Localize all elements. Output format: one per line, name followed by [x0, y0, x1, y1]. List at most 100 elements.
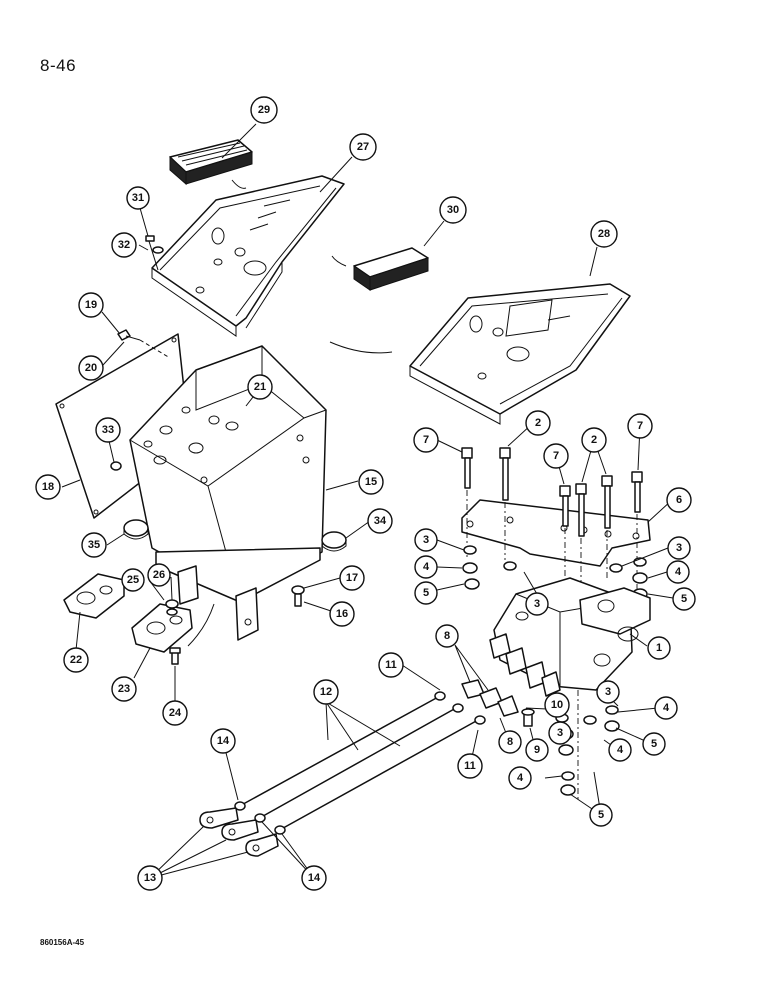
- svg-text:26: 26: [153, 569, 165, 581]
- mounting-plate-6: [461, 499, 651, 567]
- svg-text:7: 7: [423, 434, 429, 446]
- callout-31: 31: [126, 186, 150, 210]
- svg-text:4: 4: [517, 772, 524, 784]
- pedal-28: [409, 283, 631, 425]
- svg-text:16: 16: [336, 608, 348, 620]
- callout-14a: 14: [210, 728, 236, 754]
- callout-4e: 4: [508, 766, 532, 790]
- svg-text:3: 3: [423, 534, 429, 546]
- figure-code: 860156A-45: [40, 938, 85, 947]
- callout-14b: 14: [301, 865, 327, 891]
- callout-28: 28: [590, 220, 618, 248]
- callout-4b: 4: [666, 560, 690, 584]
- pedal-pad-29: [169, 139, 253, 186]
- svg-text:29: 29: [258, 104, 270, 116]
- callout-16: 16: [329, 601, 355, 627]
- svg-text:15: 15: [365, 476, 377, 488]
- callout-24: 24: [162, 700, 188, 726]
- svg-text:13: 13: [144, 872, 156, 884]
- washers-nuts: [462, 545, 648, 600]
- svg-text:19: 19: [85, 299, 97, 311]
- callout-11b: 11: [457, 753, 483, 779]
- callout-2b: 2: [581, 427, 607, 453]
- callout-8a: 8: [435, 624, 459, 648]
- callout-26: 26: [147, 563, 171, 587]
- pedal-pad-30: [353, 247, 429, 291]
- callout-3b: 3: [667, 536, 691, 560]
- screw-26: [165, 599, 179, 616]
- svg-text:3: 3: [534, 598, 540, 610]
- svg-text:5: 5: [423, 587, 429, 599]
- svg-text:25: 25: [127, 574, 139, 586]
- svg-text:3: 3: [676, 542, 682, 554]
- callout-5b: 5: [672, 587, 696, 611]
- svg-text:7: 7: [553, 450, 559, 462]
- callout-13: 13: [137, 865, 163, 891]
- svg-text:3: 3: [605, 686, 611, 698]
- callout-11a: 11: [378, 652, 404, 678]
- svg-text:31: 31: [132, 192, 144, 204]
- callout-4c: 4: [654, 696, 678, 720]
- svg-text:34: 34: [374, 515, 387, 527]
- callout-27: 27: [349, 133, 377, 161]
- svg-text:9: 9: [534, 744, 540, 756]
- callout-25: 25: [121, 568, 145, 592]
- screw-31: [145, 235, 164, 271]
- svg-text:10: 10: [551, 699, 563, 711]
- svg-text:14: 14: [217, 735, 230, 747]
- callout-3e: 3: [548, 721, 572, 745]
- pin-9: [521, 708, 535, 727]
- rod-ends-13: [199, 807, 279, 857]
- callout-12: 12: [313, 679, 339, 705]
- svg-text:5: 5: [651, 738, 657, 750]
- svg-text:18: 18: [42, 481, 54, 493]
- svg-text:8: 8: [444, 630, 450, 642]
- svg-text:7: 7: [637, 420, 643, 432]
- control-valve-1: [489, 577, 651, 697]
- plug-33: [110, 461, 122, 471]
- pedal-27: [151, 175, 345, 337]
- svg-text:28: 28: [598, 228, 610, 240]
- callout-35: 35: [81, 532, 107, 558]
- svg-text:22: 22: [70, 654, 82, 666]
- svg-text:21: 21: [254, 381, 266, 393]
- clevis-8: [461, 679, 519, 717]
- svg-text:1: 1: [656, 642, 662, 654]
- svg-text:12: 12: [320, 686, 332, 698]
- svg-text:23: 23: [118, 683, 130, 695]
- svg-text:14: 14: [308, 872, 321, 884]
- callout-10: 10: [544, 692, 570, 718]
- svg-text:4: 4: [663, 702, 670, 714]
- callout-3a: 3: [414, 528, 438, 552]
- callout-7c: 7: [627, 413, 653, 439]
- callout-2a: 2: [525, 410, 551, 436]
- callout-22: 22: [63, 647, 89, 673]
- bolts-2-7: [461, 447, 643, 537]
- callout-21: 21: [247, 374, 273, 400]
- bracket-23: [131, 603, 193, 653]
- svg-text:11: 11: [464, 760, 476, 772]
- svg-text:33: 33: [102, 424, 114, 436]
- plug-35: [123, 519, 149, 540]
- svg-text:3: 3: [557, 727, 563, 739]
- svg-text:5: 5: [681, 593, 687, 605]
- callout-34: 34: [367, 508, 393, 534]
- callout-7b: 7: [543, 443, 569, 469]
- callout-23: 23: [111, 676, 137, 702]
- callout-15: 15: [358, 469, 384, 495]
- svg-text:4: 4: [617, 744, 624, 756]
- callout-8b: 8: [498, 730, 522, 754]
- callout-6: 6: [666, 487, 692, 513]
- svg-text:4: 4: [675, 566, 682, 578]
- callout-17: 17: [339, 565, 365, 591]
- callout-9: 9: [525, 738, 549, 762]
- callout-5a: 5: [414, 581, 438, 605]
- page-number: 8-46: [40, 56, 77, 75]
- plug-34: [321, 531, 347, 552]
- callout-3d: 3: [596, 680, 620, 704]
- callout-1: 1: [647, 636, 671, 660]
- control-rods-12: [235, 691, 486, 833]
- callout-29: 29: [250, 96, 278, 124]
- svg-text:32: 32: [118, 239, 130, 251]
- svg-text:27: 27: [357, 141, 369, 153]
